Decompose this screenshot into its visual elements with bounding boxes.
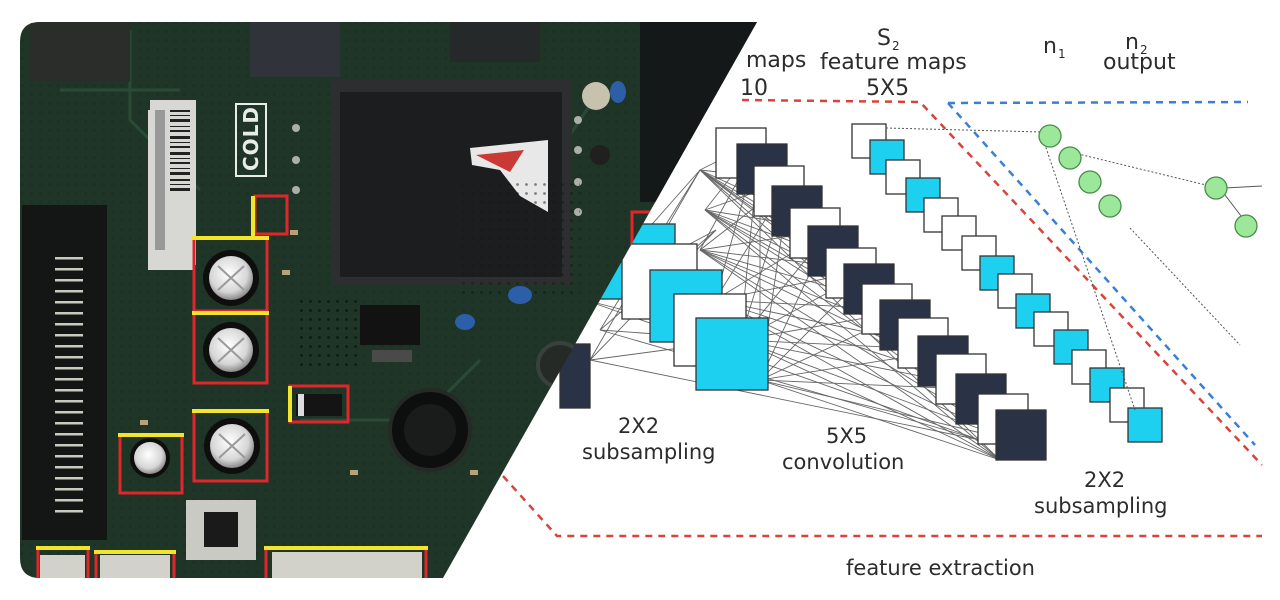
n1-label: n1	[1043, 34, 1066, 61]
n2-label: n2	[1125, 30, 1148, 57]
s2-label: S2	[877, 26, 900, 53]
silkscreen-cold: COLD	[239, 105, 263, 171]
cnn-diagram	[502, 98, 1263, 538]
n1-subscript: 1	[1057, 47, 1066, 61]
c1-maps-label: maps	[746, 48, 807, 73]
s2-feature-maps-label: feature maps	[820, 50, 967, 75]
convolution-size: 5X5	[826, 424, 868, 448]
c1-size-label: 10	[740, 76, 768, 101]
subsampling-2-word: subsampling	[1034, 494, 1168, 518]
edge-connector	[22, 205, 107, 540]
s2-subscript: 2	[891, 39, 900, 53]
feature-maps-c1	[715, 127, 1047, 461]
classifier-outline	[947, 100, 1256, 446]
capacitor-2	[203, 322, 259, 378]
feature-maps-s2	[851, 123, 1163, 443]
capacitor-1	[203, 250, 259, 306]
neurons-n1	[1038, 124, 1122, 218]
s2-letter: S	[877, 26, 891, 51]
barcode	[150, 100, 196, 265]
feature-maps-input	[559, 223, 769, 409]
subsampling-1-word: subsampling	[582, 440, 716, 464]
neurons-n2	[1204, 176, 1258, 238]
silkscreen-label	[235, 103, 267, 177]
feature-extraction-outline	[502, 98, 1263, 538]
n1-letter: n	[1043, 34, 1057, 59]
convolution-word: convolution	[782, 450, 905, 474]
capacitor-4	[130, 438, 170, 478]
map-connectors	[885, 127, 1263, 411]
subsampling-2-size: 2X2	[1084, 468, 1126, 492]
feature-extraction-label: feature extraction	[846, 556, 1035, 580]
s2-size-label: 5X5	[866, 76, 910, 101]
n2-subscript: 2	[1139, 43, 1148, 57]
n2-output-label: output	[1103, 50, 1176, 75]
capacitor-3	[204, 418, 260, 474]
subsampling-1-size: 2X2	[618, 414, 660, 438]
n2-letter: n	[1125, 30, 1139, 55]
